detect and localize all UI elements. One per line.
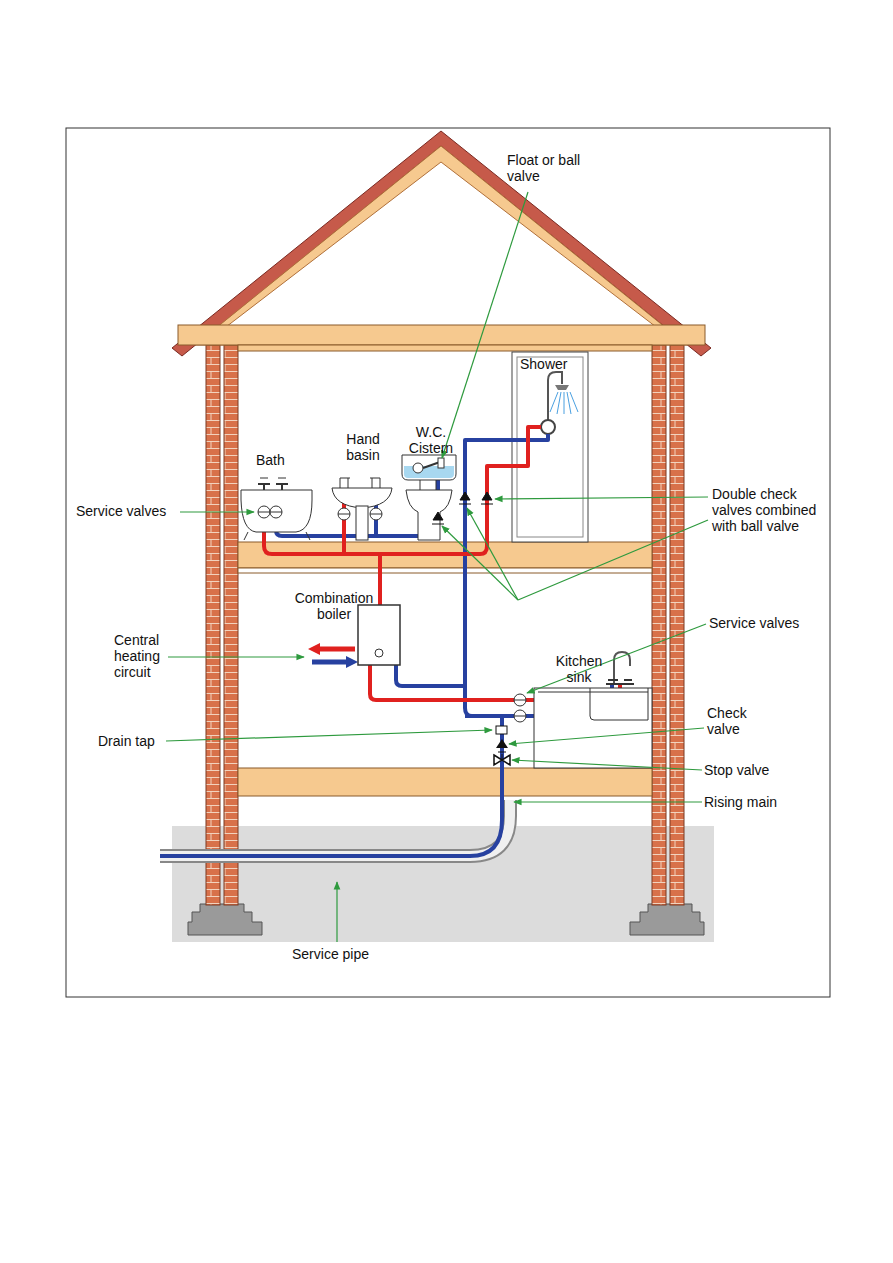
callout-label: Rising main	[704, 794, 794, 810]
callout-label: Stop valve	[704, 762, 784, 778]
callout-label: Central heating circuit	[114, 632, 172, 680]
callout-label: Bath	[256, 452, 296, 468]
ground	[172, 826, 714, 942]
double-check-valve	[432, 492, 493, 524]
combination-boiler	[358, 605, 400, 665]
wc	[402, 455, 456, 540]
callout-label: Service valves	[709, 615, 819, 631]
callout-label: Combination boiler	[286, 590, 382, 622]
callout-label: Hand basin	[338, 431, 388, 463]
bath	[241, 478, 312, 540]
callout-label: Float or ball valve	[507, 152, 585, 184]
hot-pipe	[264, 427, 620, 700]
callout-label: Check valve	[707, 705, 767, 737]
frame	[66, 128, 830, 997]
heating-arrows	[308, 643, 358, 668]
main-valves	[494, 726, 510, 765]
footing	[188, 904, 704, 935]
callout-label: Service valves	[76, 503, 180, 519]
leader-line	[166, 192, 708, 942]
callout-label: W.C. Cistern	[400, 424, 462, 456]
callout-label: Shower	[520, 356, 580, 372]
callout-label: Kitchen sink	[548, 653, 610, 685]
callout-label: Service pipe	[292, 946, 392, 962]
callout-label: Double check valves combined with ball v…	[712, 486, 828, 534]
hand-basin	[332, 478, 392, 540]
service-pipe	[160, 768, 510, 856]
shower-enclosure	[512, 352, 588, 542]
callout-label: Drain tap	[98, 733, 168, 749]
brick-wall	[206, 345, 684, 905]
kitchen-sink	[534, 652, 652, 768]
floor	[238, 345, 652, 796]
roof	[172, 131, 711, 356]
service-valve	[258, 506, 526, 722]
